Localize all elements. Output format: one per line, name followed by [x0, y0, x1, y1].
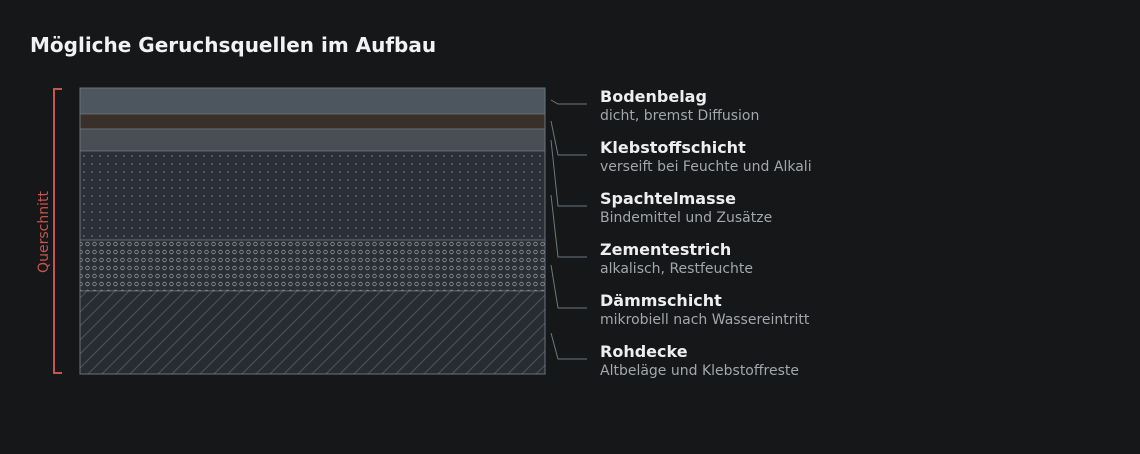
leader-line-daemmschicht	[550, 264, 587, 309]
layer-description: mikrobiell nach Wassereintritt	[600, 312, 810, 328]
leader-line-spachtelmasse	[550, 139, 587, 207]
layer-klebstoffschicht	[79, 113, 546, 130]
leader-line-bodenbelag	[550, 99, 587, 105]
label-bodenbelag: Bodenbelag dicht, bremst Diffusion	[600, 87, 759, 126]
label-zementestrich: Zementestrich alkalisch, Restfeuchte	[600, 240, 753, 279]
label-klebstoffschicht: Klebstoffschicht verseift bei Feuchte un…	[600, 138, 812, 177]
leader-line-zementestrich	[550, 194, 587, 258]
layer-rohdecke-texture	[80, 291, 545, 374]
layer-description: dicht, bremst Diffusion	[600, 108, 760, 124]
layer-name: Klebstoffschicht	[600, 138, 746, 157]
cross-section-bracket	[53, 88, 62, 374]
layer-description: Bindemittel und Zusätze	[600, 210, 773, 226]
stack-outline	[79, 87, 546, 375]
diagram-title: Mögliche Geruchsquellen im Aufbau	[30, 33, 437, 57]
layer-name: Bodenbelag	[600, 87, 707, 106]
layer-daemmschicht-texture	[80, 240, 545, 291]
layer-name: Dämmschicht	[600, 291, 722, 310]
layer-description: alkalisch, Restfeuchte	[600, 261, 754, 277]
label-daemmschicht: Dämmschicht mikrobiell nach Wassereintri…	[600, 291, 809, 330]
label-rohdecke: Rohdecke Altbeläge und Klebstoffreste	[600, 342, 799, 381]
layer-description: Altbeläge und Klebstoffreste	[600, 363, 799, 379]
layer-zementestrich-texture	[80, 151, 545, 240]
layer-description: verseift bei Feuchte und Alkali	[600, 159, 812, 175]
leader-line-klebstoffschicht	[550, 120, 587, 156]
leader-line-rohdecke	[550, 332, 587, 360]
layer-name: Zementestrich	[600, 240, 732, 259]
layer-spachtelmasse	[79, 128, 546, 152]
layer-name: Rohdecke	[600, 342, 688, 361]
layer-name: Spachtelmasse	[600, 189, 736, 208]
layer-bodenbelag	[79, 87, 546, 115]
label-spachtelmasse: Spachtelmasse Bindemittel und Zusätze	[600, 189, 772, 228]
